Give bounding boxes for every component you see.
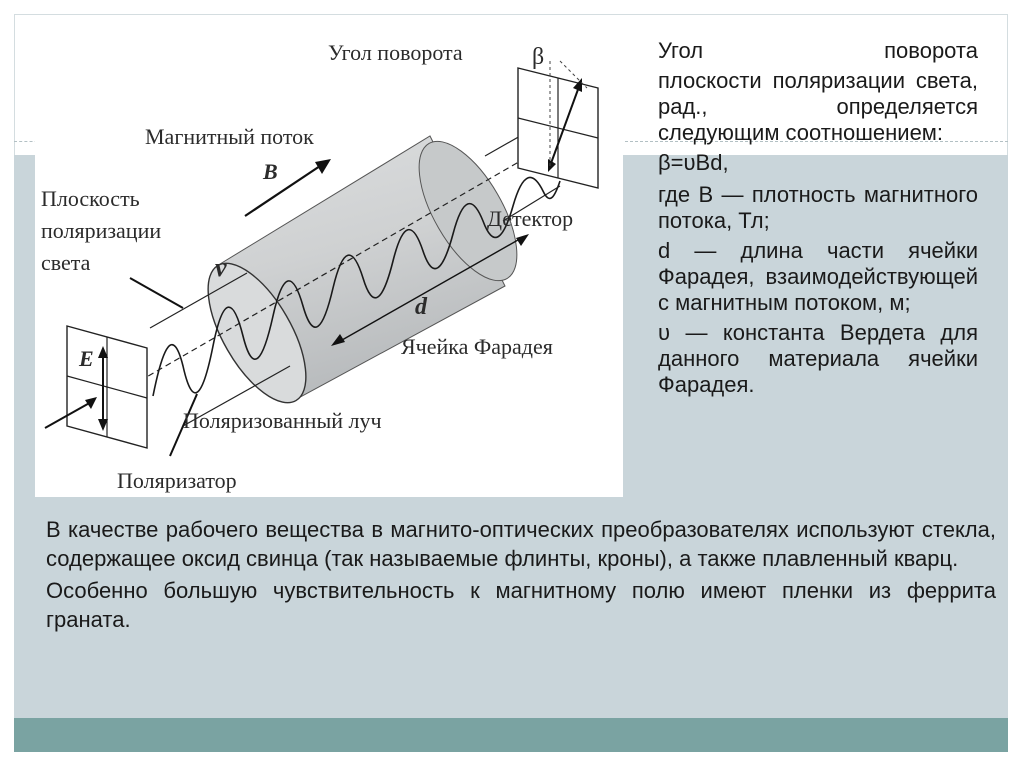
polarized-wave [152,176,561,397]
diagram-svg: Угол поворота β Магнитный поток B Плоско… [41,40,599,493]
label-E: E [78,346,94,371]
faraday-effect-diagram: Угол поворота β Магнитный поток B Плоско… [35,16,623,497]
label-d: d [415,294,428,320]
definition-v: υ — константа Вердета для данного матери… [658,320,978,397]
label-polarized-beam: Поляризованный луч [183,408,382,433]
explanation-block: Угол поворота плоскости поляризации свет… [658,38,978,402]
explanation-intro: плоскости поляризации света, рад., опред… [658,68,978,145]
label-rotation-angle: Угол поворота [328,40,463,65]
detector-plate [517,60,599,189]
label-magnetic-flux: Магнитный поток [145,124,314,149]
length-d-arrow [334,235,526,345]
label-beta: β [532,44,544,70]
label-polarization-plane-line2: поляризации [41,218,161,243]
footer-bar [14,718,1008,752]
faraday-cell-cylinder [207,135,518,404]
polarizer-plate [66,325,148,449]
magnetic-flux-arrow [244,165,321,217]
label-faraday-cell: Ячейка Фарадея [401,334,553,359]
label-polarization-plane-line3: света [41,250,91,275]
label-polarization-plane-line1: Плоскость [41,186,140,211]
label-detector: Детектор [487,206,573,231]
body-paragraph-1: В качестве рабочего вещества в магнито-о… [46,517,996,571]
body-text: В качестве рабочего вещества в магнито-о… [46,515,996,637]
label-polarizer: Поляризатор [117,468,237,493]
definition-d: d — длина части ячейки Фарадея, взаимоде… [658,238,978,315]
body-paragraph-2: Особенно большую чувствительность к магн… [46,578,996,632]
formula: β=υBd, [658,150,729,175]
label-v: v [215,253,227,282]
beam-axis [104,140,556,402]
definition-B: где B — плотность магнитного потока, Тл; [658,182,978,233]
dashed-divider-right [625,141,1008,142]
explanation-intro-line1: Угол поворота [658,38,978,63]
label-B: B [262,159,278,184]
